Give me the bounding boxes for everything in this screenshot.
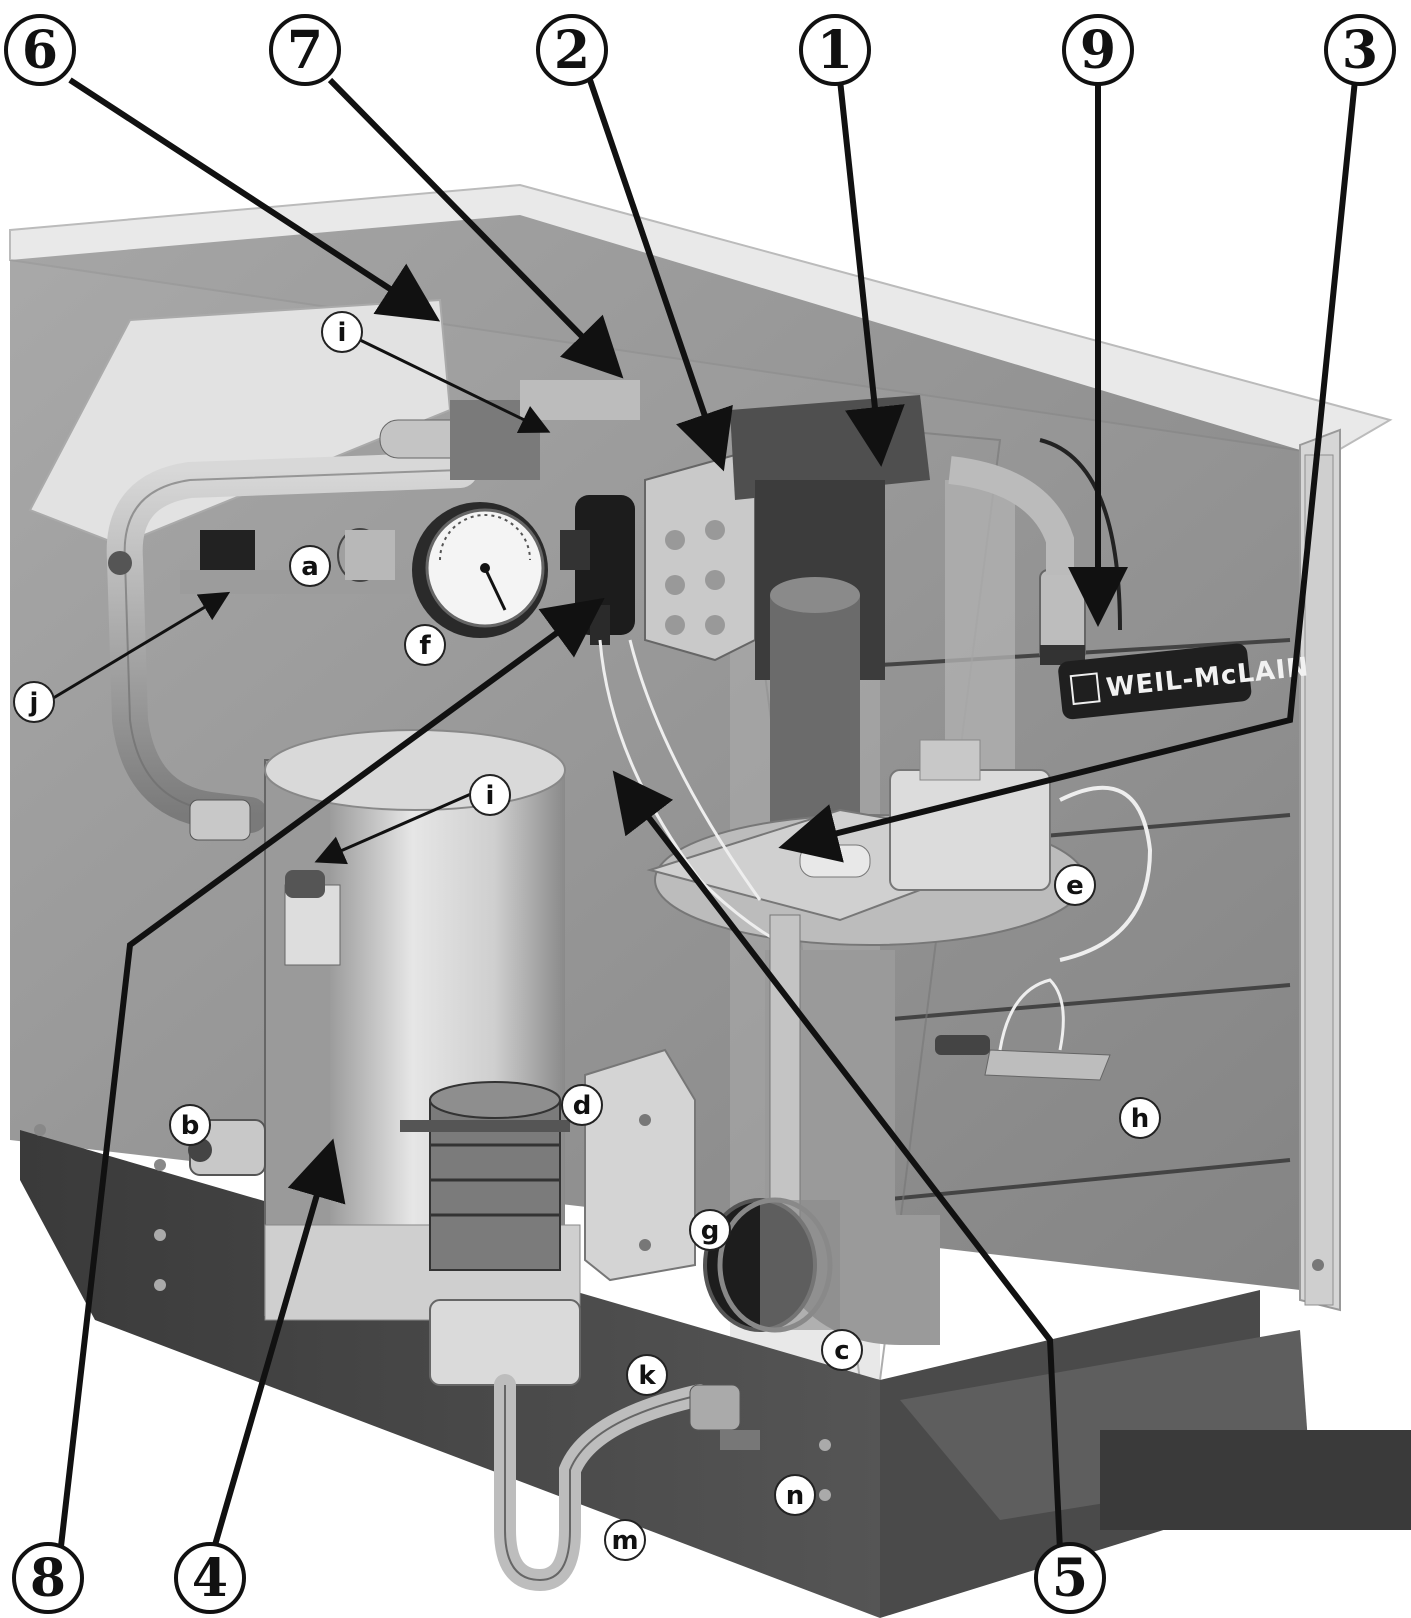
callout-3: 3 (1324, 14, 1396, 86)
callout-1-text: 1 (817, 20, 853, 81)
callout-h: h (1119, 1097, 1161, 1139)
rail-3 (879, 983, 1291, 1022)
callout-j-text: j (29, 688, 39, 718)
bolt (154, 1279, 166, 1291)
callout-d-text: d (573, 1091, 592, 1121)
leader-3 (778, 79, 1358, 863)
leader-j (49, 591, 231, 702)
drain-valve (720, 1430, 760, 1450)
bolt (819, 1489, 831, 1501)
callout-d: d (561, 1084, 603, 1126)
callout-f: f (404, 624, 446, 666)
bolt (1312, 1259, 1324, 1271)
callout-a-text: a (301, 552, 319, 582)
callout-e-text: e (1066, 871, 1084, 901)
drain-fitting (689, 1384, 741, 1431)
callout-2-text: 2 (554, 20, 590, 81)
callout-8-text: 8 (30, 1548, 66, 1609)
callout-h-text: h (1131, 1104, 1150, 1134)
bolt (819, 1439, 831, 1451)
upright-bracket (769, 914, 801, 1246)
callout-c-text: c (834, 1336, 849, 1366)
callout-9: 9 (1062, 14, 1134, 86)
callout-k-text: k (638, 1361, 656, 1391)
drain-tube-shade (504, 1385, 701, 1582)
callout-i-mid-text: i (486, 781, 495, 811)
pipe-union (189, 799, 251, 841)
cabinet-right-post (1304, 454, 1334, 1306)
callout-i-top-text: i (338, 318, 347, 348)
callout-a: a (289, 545, 331, 587)
leader-1 (837, 79, 905, 467)
pipe-fitting (108, 551, 132, 575)
wiring (628, 639, 762, 901)
callout-5-text: 5 (1052, 1548, 1088, 1609)
callout-b-text: b (181, 1111, 200, 1141)
base-beam-far (1100, 1430, 1411, 1530)
blower-stack (770, 595, 860, 825)
callout-8: 8 (12, 1542, 84, 1614)
gas-valve (799, 739, 1051, 891)
pressure-gauge (412, 502, 548, 638)
air-vent-pipe (948, 456, 1074, 575)
callout-n: n (774, 1474, 816, 1516)
supply-pipe-loop-shade (123, 469, 461, 816)
callout-c: c (821, 1329, 863, 1371)
callout-2: 2 (536, 14, 608, 86)
callout-1: 1 (799, 14, 871, 86)
callout-m: m (604, 1519, 646, 1561)
callout-n-text: n (786, 1481, 805, 1511)
callout-6-text: 6 (22, 20, 58, 81)
bolt (34, 1124, 46, 1136)
bolt (154, 1159, 166, 1171)
leader-lines-thin (49, 338, 551, 865)
callout-f-text: f (419, 631, 431, 661)
leader-8 (57, 597, 605, 1556)
callout-7-text: 7 (287, 20, 323, 81)
return-fitting (285, 870, 325, 898)
blower-stack-top (770, 577, 860, 613)
leader-i-mid (314, 788, 481, 865)
relief-valve-body (200, 530, 255, 570)
leader-6 (68, 77, 441, 322)
callout-9-text: 9 (1080, 20, 1116, 81)
leader-4 (212, 1138, 346, 1546)
condensate-trap (400, 1081, 581, 1386)
igniter-assembly (935, 978, 1111, 1081)
callout-4-text: 4 (192, 1548, 228, 1609)
bolt (154, 1229, 166, 1241)
callout-4: 4 (174, 1542, 246, 1614)
callout-i-mid: i (469, 774, 511, 816)
air-vent-base (1040, 645, 1085, 665)
callout-j: j (13, 681, 55, 723)
callout-g-text: g (701, 1216, 720, 1246)
callout-b: b (169, 1104, 211, 1146)
callout-7: 7 (269, 14, 341, 86)
callout-i-top: i (321, 311, 363, 353)
leader-7 (327, 77, 624, 379)
leader-i-top (359, 338, 551, 433)
callout-k: k (626, 1354, 668, 1396)
callout-5: 5 (1034, 1542, 1106, 1614)
leader-lines (57, 77, 1358, 1556)
callout-g: g (689, 1209, 731, 1251)
callout-m-text: m (611, 1526, 638, 1556)
gas-pipe-top (520, 380, 640, 420)
rail-4 (879, 1158, 1291, 1202)
wiring (1059, 785, 1153, 962)
callout-e: e (1054, 864, 1096, 906)
leader-5 (612, 770, 1063, 1551)
callout-3-text: 3 (1342, 20, 1378, 81)
vent-tube (760, 1200, 840, 1330)
short-nipple-body (345, 530, 395, 580)
leader-2 (587, 79, 733, 472)
callout-6: 6 (4, 14, 76, 86)
condensate-box (584, 1048, 696, 1282)
